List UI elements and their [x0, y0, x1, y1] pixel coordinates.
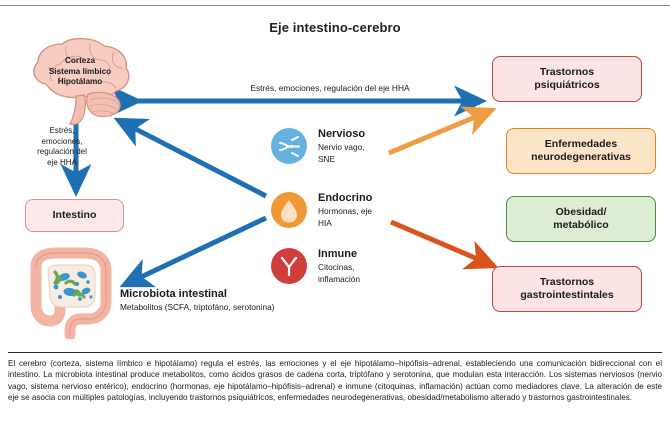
- brain-label-hipotalamo: Hipotálamo: [57, 77, 103, 86]
- brain-label-sistema-limbico: Sistema límbico: [48, 66, 112, 76]
- arrow-endocrino-to-brain: [113, 117, 268, 199]
- microbiota-title: Microbiota intestinal: [120, 288, 227, 300]
- node-endocrino-title: Endocrino: [318, 192, 373, 204]
- microbiota-subtitle: Metabolitos (SCFA, triptofáno, serotonin…: [120, 302, 275, 312]
- top-divider: [0, 5, 670, 6]
- node-nervioso-title: Nervioso: [318, 128, 366, 140]
- box-intestino-label: Intestino: [52, 209, 97, 221]
- box-intestino: Intestino: [25, 199, 124, 232]
- brain-illustration: [18, 34, 142, 126]
- antibody-icon: [271, 248, 307, 284]
- box-obesidad-label: Obesidad/metabólico: [553, 206, 609, 231]
- intestine-illustration: [22, 247, 118, 341]
- node-endocrino-subtitle: Hormonas, eje HIA: [318, 206, 372, 228]
- node-inmune-title: Inmune: [318, 248, 358, 260]
- figure-title: Eje intestino-cerebro: [269, 20, 401, 35]
- figure-caption: El cerebro (corteza, sistema límbico e h…: [8, 359, 662, 403]
- caption-divider: [8, 352, 662, 353]
- arrow-endocrino-to-gastrointestinales: [390, 219, 499, 270]
- arrow-layer: [60, 85, 499, 288]
- nerve-icon: [271, 128, 307, 164]
- brain-region-labels: Corteza Sistema límbico Hipotálamo: [18, 56, 142, 88]
- arrow-nervioso-to-psiquiatricos: [388, 106, 497, 156]
- node-inmune-subtitle: Citocinas, inflamación: [318, 262, 360, 284]
- top-arrow-label: Estrés, emociones, regulación del eje HH…: [250, 83, 410, 93]
- node-nervioso-subtitle: Nervio vago, SNE: [318, 142, 365, 164]
- brain-label-corteza: Corteza: [64, 56, 96, 65]
- box-obesidad-metabolico: Obesidad/metabólico: [506, 196, 656, 242]
- arrow-endocrino-to-microbiota: [119, 215, 268, 288]
- hormone-droplet-icon: [271, 192, 307, 228]
